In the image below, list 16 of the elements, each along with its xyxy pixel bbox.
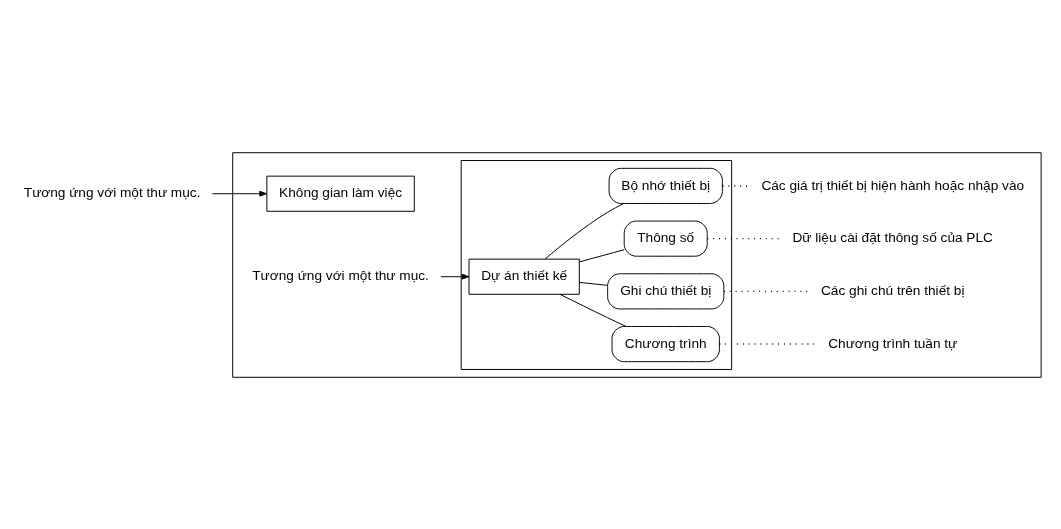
connector (544, 202, 625, 259)
arrow (211, 190, 268, 197)
node-text: Các giá trị thiết bị hiện hành hoặc nhập vào (761, 177, 1025, 193)
connector (579, 248, 625, 262)
connector (559, 293, 627, 327)
node-box: Thông số (623, 220, 708, 257)
node-box: Bộ nhớ thiết bị (608, 167, 723, 204)
arrow (440, 273, 470, 280)
connector (579, 281, 608, 286)
node-box: Chương trình (611, 325, 720, 362)
node-box: Ghi chú thiết bị (607, 272, 725, 309)
node-text: Các ghi chú trên thiết bị (820, 282, 965, 298)
node-text: Tương ứng với một thư mục. (23, 184, 201, 200)
node-text: Chương trình tuần tự (828, 335, 958, 351)
node-text: Dữ liệu cài đặt thông số của PLC (792, 229, 993, 245)
node-text: Tương ứng với một thư mục. (252, 267, 429, 283)
